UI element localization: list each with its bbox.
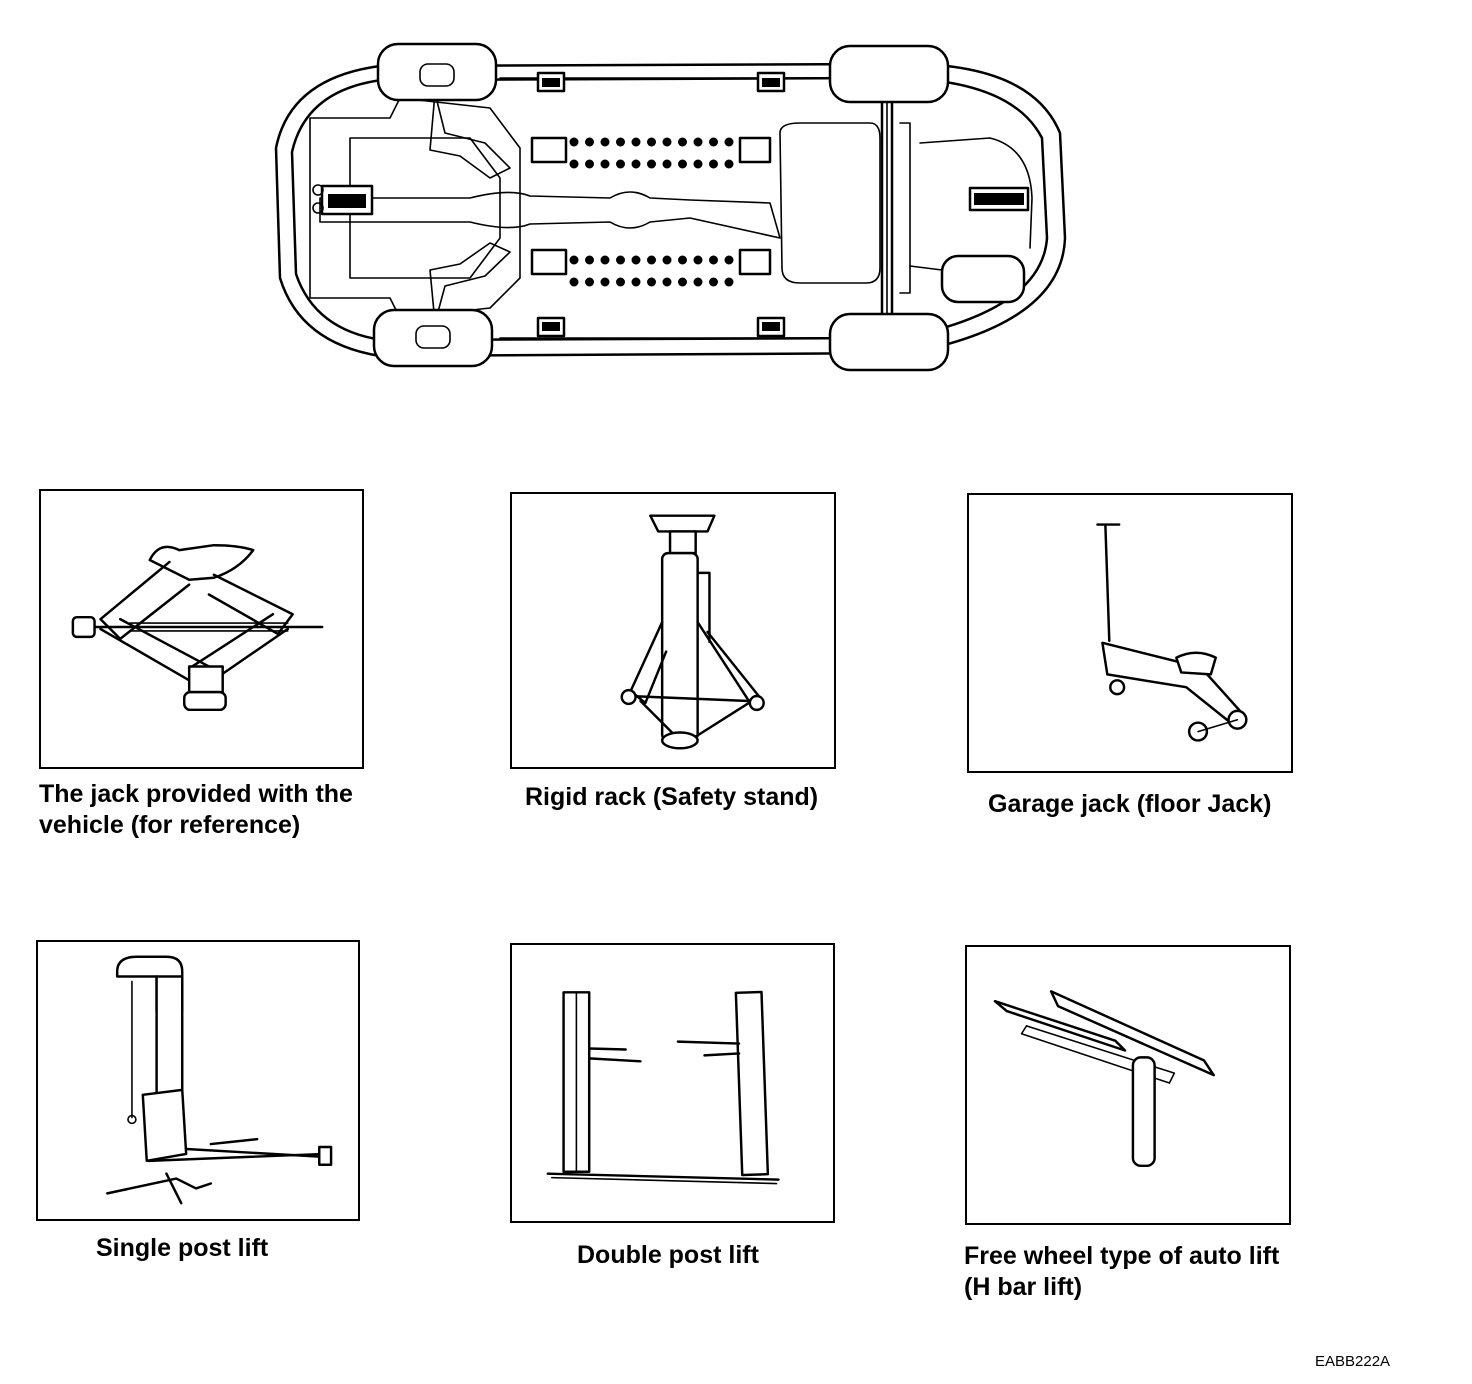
floor-pan-dot: [678, 159, 687, 169]
floor-pan-dot: [662, 159, 672, 169]
h-bar-lift-illustration: [993, 990, 1215, 1168]
panel-double-post-lift: [510, 943, 835, 1223]
floor-pan-dot: [724, 277, 734, 287]
floor-pan-dot: [647, 277, 656, 287]
wheel-rear-right: [828, 312, 950, 372]
floor-pan-dot: [616, 137, 625, 147]
floor-pan-dot: [709, 255, 718, 265]
panel-garage-jack: [967, 493, 1293, 773]
scissor-jack-illustration: [71, 543, 324, 712]
floor-pan-dot: [569, 255, 579, 265]
caption-double-post-lift: Double post lift: [577, 1241, 759, 1269]
floor-pan-dot: [662, 255, 672, 265]
floor-pan-dot: [616, 159, 625, 169]
floor-pan-dot: [585, 255, 594, 265]
floor-pan-dot: [709, 159, 718, 169]
floor-pan-dot: [678, 255, 687, 265]
floor-pan-dot: [662, 277, 672, 287]
floor-pan-dot: [647, 137, 656, 147]
floor-pan-dot: [693, 277, 703, 287]
floor-pan-dot: [600, 255, 610, 265]
floor-pan-dot: [693, 159, 703, 169]
floor-pan-dot: [693, 255, 703, 265]
floor-pan-dot: [585, 137, 594, 147]
floor-pan-dot: [678, 277, 687, 287]
floor-pan-dot: [585, 159, 594, 169]
caption-jack-provided: The jack provided with the vehicle (for …: [39, 780, 353, 839]
floor-pan-dot: [678, 137, 687, 147]
floor-pan-dot: [569, 277, 579, 287]
floor-pan-dot: [724, 159, 734, 169]
floor-pan-dot: [631, 137, 641, 147]
floor-pan-dot: [724, 255, 734, 265]
figure-code: EABB222A: [1315, 1353, 1391, 1370]
caption-rigid-rack: Rigid rack (Safety stand): [525, 783, 819, 811]
panel-single-post-lift: [36, 940, 360, 1221]
floor-pan-dot: [616, 255, 625, 265]
caption-h-bar-lift: Free wheel type of auto lift (H bar lift…: [964, 1242, 1280, 1301]
caption-garage-jack: Garage jack (floor Jack): [988, 790, 1272, 818]
wheel-front-right: [372, 308, 494, 368]
floor-pan-dot: [600, 277, 610, 287]
panel-jack-provided: [39, 489, 364, 769]
floor-pan-dot: [569, 159, 579, 169]
floor-pan-dot: [709, 137, 718, 147]
floor-pan-dot: [647, 159, 656, 169]
floor-pan-dot: [631, 255, 641, 265]
floor-jack-illustration: [1096, 523, 1248, 742]
floor-pan-dot: [569, 137, 579, 147]
wheel-front-left: [376, 42, 498, 102]
wheel-rear-left: [828, 44, 950, 104]
floor-pan-dot: [585, 277, 594, 287]
car-underside-diagram: [274, 42, 1067, 372]
floor-pan-dot: [600, 159, 610, 169]
floor-pan-dot: [616, 277, 625, 287]
panel-rigid-rack: [510, 492, 836, 769]
floor-pan-dot: [631, 159, 641, 169]
lift-point-markers: [536, 71, 786, 338]
floor-pan-dot: [709, 277, 718, 287]
safety-stand-illustration: [620, 514, 765, 750]
floor-pan-dot: [724, 137, 734, 147]
panel-h-bar-lift: [965, 945, 1291, 1225]
single-post-lift-illustration: [106, 955, 333, 1205]
floor-pan-dot: [647, 255, 656, 265]
floor-pan-dot: [600, 137, 610, 147]
caption-single-post-lift: Single post lift: [96, 1234, 269, 1262]
double-post-lift-illustration: [546, 990, 780, 1185]
floor-pan-dot: [693, 137, 703, 147]
floor-pan-dot: [662, 137, 672, 147]
floor-pan-dot: [631, 277, 641, 287]
